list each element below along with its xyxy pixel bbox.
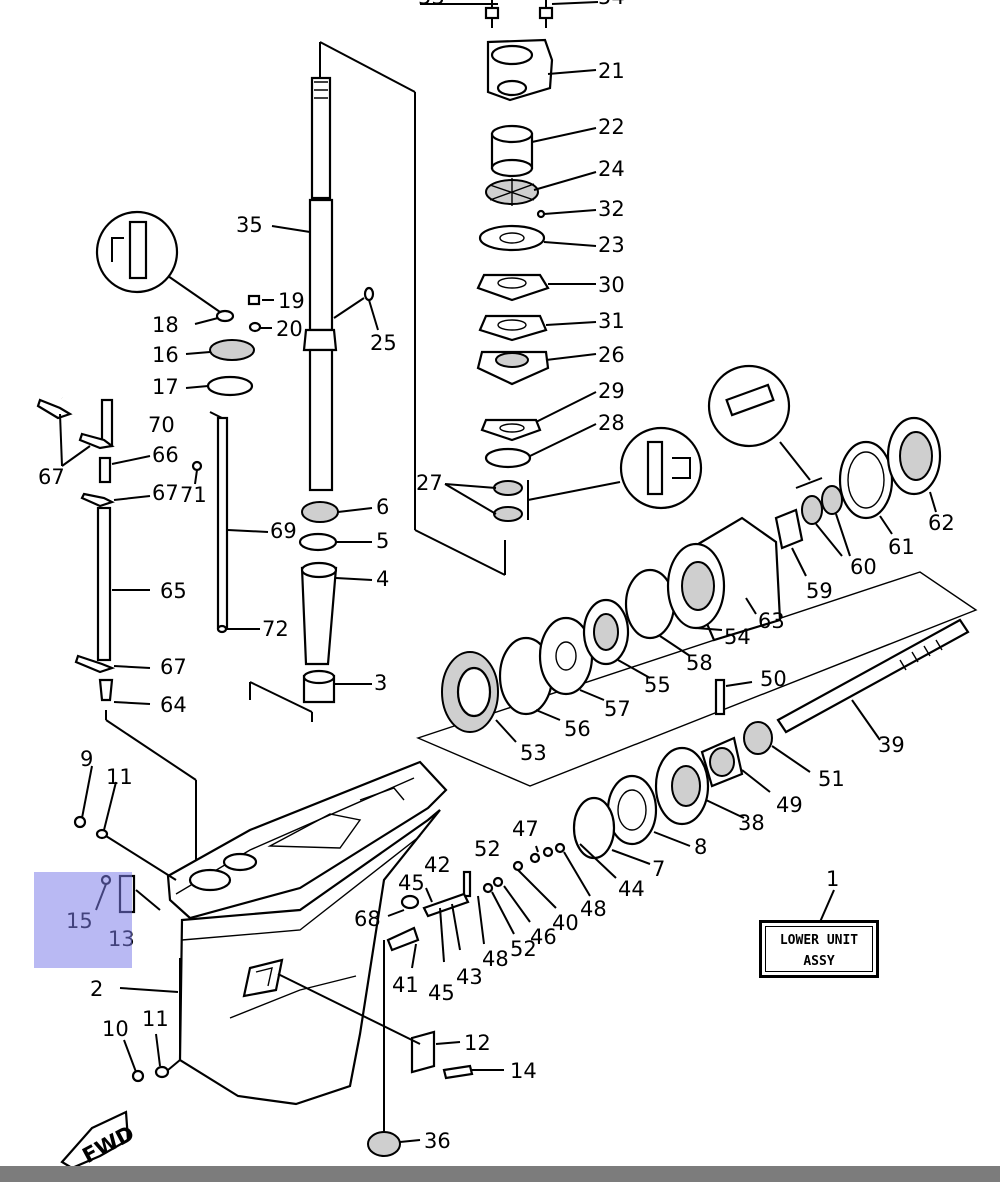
part-label: 48 xyxy=(580,897,607,921)
part-label: 17 xyxy=(152,375,179,399)
bottom-scrollbar[interactable] xyxy=(0,1166,1000,1182)
part-label: 39 xyxy=(878,733,905,757)
part-label: 62 xyxy=(928,511,955,535)
propeller-shaft-assembly xyxy=(416,364,978,865)
assembly-label-line2: ASSY xyxy=(803,954,835,969)
part-label: 67 xyxy=(152,481,179,505)
part-label: 35 xyxy=(236,213,263,237)
part-label: 40 xyxy=(552,911,579,935)
part-label: 9 xyxy=(80,747,93,771)
part-label: 14 xyxy=(510,1059,537,1083)
part-label: 54 xyxy=(724,625,751,649)
part-label: 11 xyxy=(106,765,133,789)
shift-plunger xyxy=(386,842,617,969)
part-label: 53 xyxy=(418,0,445,9)
part-label: 26 xyxy=(598,343,625,367)
part-label: 64 xyxy=(160,693,187,717)
part-label: 36 xyxy=(424,1129,451,1153)
part-label: 20 xyxy=(276,317,303,341)
part-label: 67 xyxy=(160,655,187,679)
part-label: 44 xyxy=(618,877,645,901)
part-label: 22 xyxy=(598,115,625,139)
part-number-labels: 53 54 21 22 24 32 23 30 31 26 29 28 27 3… xyxy=(38,0,955,1153)
detail-callout-seal xyxy=(619,426,703,510)
part-label: 28 xyxy=(598,411,625,435)
part-label: 60 xyxy=(850,555,877,579)
part-label: 27 xyxy=(416,471,443,495)
assembly-label-line1: LOWER UNIT xyxy=(779,933,859,948)
part-label: 11 xyxy=(142,1007,169,1031)
shift-linkage xyxy=(36,210,274,870)
assembly-label-box: LOWER UNIT ASSY xyxy=(759,920,879,978)
part-label: 57 xyxy=(604,697,631,721)
part-label: 3 xyxy=(374,671,387,695)
part-label: 25 xyxy=(370,331,397,355)
part-label: 70 xyxy=(148,413,175,437)
selection-highlight[interactable] xyxy=(34,872,132,968)
part-label: 1 xyxy=(826,867,839,891)
part-label: 41 xyxy=(392,973,419,997)
part-label: 10 xyxy=(102,1017,129,1041)
part-label: 63 xyxy=(758,609,785,633)
drive-shaft xyxy=(249,76,379,722)
part-label: 68 xyxy=(354,907,381,931)
lower-casing xyxy=(73,760,504,1157)
part-label: 67 xyxy=(38,465,65,489)
part-label: 30 xyxy=(598,273,625,297)
part-label: 56 xyxy=(564,717,591,741)
part-label: 71 xyxy=(180,483,207,507)
part-label: 49 xyxy=(776,793,803,817)
part-label: 66 xyxy=(152,443,179,467)
part-label: 32 xyxy=(598,197,625,221)
part-label: 42 xyxy=(424,853,451,877)
part-label: 45 xyxy=(398,871,425,895)
part-label: 59 xyxy=(806,579,833,603)
part-label: 61 xyxy=(888,535,915,559)
part-label: 58 xyxy=(686,651,713,675)
part-label: 7 xyxy=(652,857,665,881)
part-label: 69 xyxy=(270,519,297,543)
part-label: 50 xyxy=(760,667,787,691)
part-label: 24 xyxy=(598,157,625,181)
part-label: 8 xyxy=(694,835,707,859)
part-label: 47 xyxy=(512,817,539,841)
part-label: 38 xyxy=(738,811,765,835)
part-label: 21 xyxy=(598,59,625,83)
part-label: 29 xyxy=(598,379,625,403)
part-label: 18 xyxy=(152,313,179,337)
part-label: 43 xyxy=(456,965,483,989)
part-label: 52 xyxy=(510,937,537,961)
fwd-arrow-badge: FWD xyxy=(60,1110,138,1170)
part-label: 72 xyxy=(262,617,289,641)
part-label: 5 xyxy=(376,529,389,553)
part-label: 19 xyxy=(278,289,305,313)
part-label: 23 xyxy=(598,233,625,257)
part-label: 12 xyxy=(464,1031,491,1055)
part-label: 6 xyxy=(376,495,389,519)
part-label: 2 xyxy=(90,977,103,1001)
part-label: 55 xyxy=(644,673,671,697)
part-label: 51 xyxy=(818,767,845,791)
part-label: 65 xyxy=(160,579,187,603)
water-pump-stack xyxy=(319,0,621,576)
part-label: 53 xyxy=(520,741,547,765)
part-label: 46 xyxy=(530,925,557,949)
part-label: 4 xyxy=(376,567,389,591)
part-label: 48 xyxy=(482,947,509,971)
part-label: 45 xyxy=(428,981,455,1005)
part-label: 16 xyxy=(152,343,179,367)
part-label: 54 xyxy=(598,0,625,9)
part-label: 52 xyxy=(474,837,501,861)
part-label: 31 xyxy=(598,309,625,333)
